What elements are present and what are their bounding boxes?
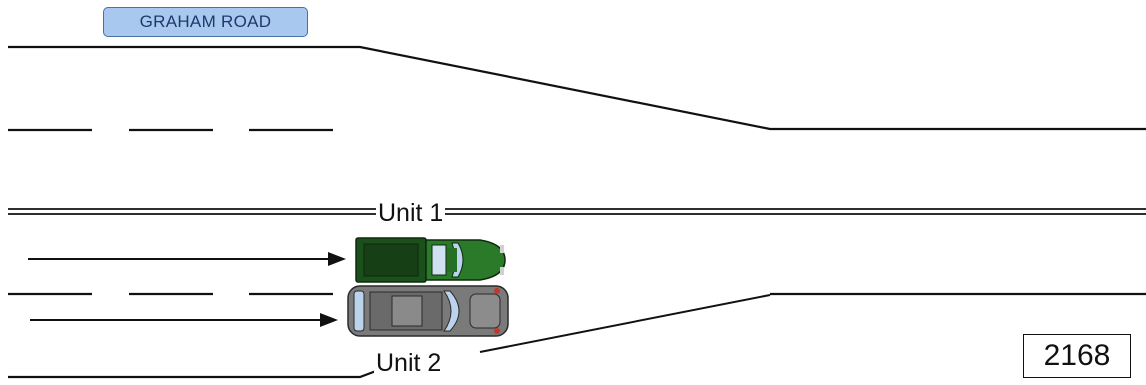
road-edge-top <box>8 45 1146 131</box>
unit1-label: Unit 1 <box>376 199 446 227</box>
unit1-vehicle-pickup <box>355 237 506 283</box>
unit2-vehicle-suv <box>347 285 509 337</box>
road-edge-bottom <box>8 369 377 379</box>
travel-arrow-unit1 <box>28 252 346 266</box>
unit2-label: Unit 2 <box>374 349 444 377</box>
unit2-leader-line <box>479 294 771 353</box>
center-line-double <box>8 208 1146 215</box>
travel-arrow-unit2 <box>30 313 338 327</box>
case-number-box: 2168 <box>1023 334 1131 378</box>
road-name-label: GRAHAM ROAD <box>103 7 308 37</box>
